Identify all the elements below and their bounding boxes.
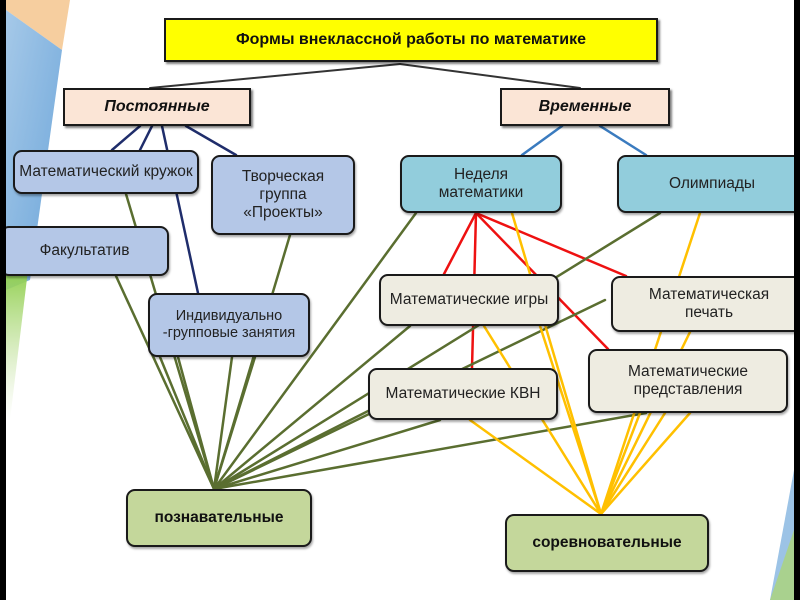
outcome-competitive: соревновательные [505,514,709,572]
edge-games-to-competitive [482,324,603,516]
edge-permanent-to-circle [110,124,142,152]
edge-math-week-to-press [474,211,628,278]
node-math-circle: Математический кружок [13,150,199,194]
edge-olympiads-to-cognitive [212,211,662,491]
deco-right-green-shape [770,530,794,600]
edge-math-week-to-cognitive [212,211,418,491]
slide: Формы внеклассной работы по математике П… [6,0,794,600]
edge-title-to-temporary [399,63,581,89]
edge-individual-group-to-cognitive [158,355,216,491]
edge-individual-group-to-cognitive [212,355,234,491]
edge-permanent-to-elective [138,124,154,152]
deco-peach-shape [6,0,70,50]
edge-math-week-to-competitive [510,211,603,516]
node-math-kvn: Математические КВН [368,368,558,420]
node-math-week: Неделя математики [400,155,562,213]
edge-title-to-permanent [149,63,401,89]
edge-temporary-to-olympiads [598,124,648,157]
outcome-cognitive: познавательные [126,489,312,547]
node-individual-group: Индивидуально -групповые занятия [148,293,310,357]
edge-performances-to-competitive [599,411,667,516]
category-temporary: Временные [500,88,670,126]
edge-temporary-to-math-week [520,124,564,157]
node-math-games: Математические игры [379,274,559,326]
category-permanent: Постоянные [63,88,251,126]
edge-performances-to-competitive [599,411,642,516]
edge-individual-group-to-cognitive [176,355,216,491]
edge-permanent-to-creative-group [184,124,238,157]
edge-kvn-to-cognitive [212,418,442,491]
edge-kvn-to-competitive [468,418,603,516]
background-decoration [6,0,794,600]
edge-games-to-cognitive [212,324,412,491]
edge-kvn-to-cognitive [212,403,382,491]
edge-games-to-competitive [538,324,603,516]
edge-performances-to-competitive [599,411,692,516]
diagram-title: Формы внеклассной работы по математике [164,18,658,62]
edge-creative-group-to-cognitive [212,233,292,491]
node-math-performances: Математические представления [588,349,788,413]
edge-elective-to-cognitive [114,274,216,491]
node-math-press: Математическая печать [611,276,794,332]
node-creative-group: Творческая группа «Проекты» [211,155,355,235]
deco-green-shape [6,270,28,420]
node-olympiads: Олимпиады [617,155,794,213]
edge-math-week-to-games [442,211,478,276]
node-elective: Факультатив [6,226,169,276]
